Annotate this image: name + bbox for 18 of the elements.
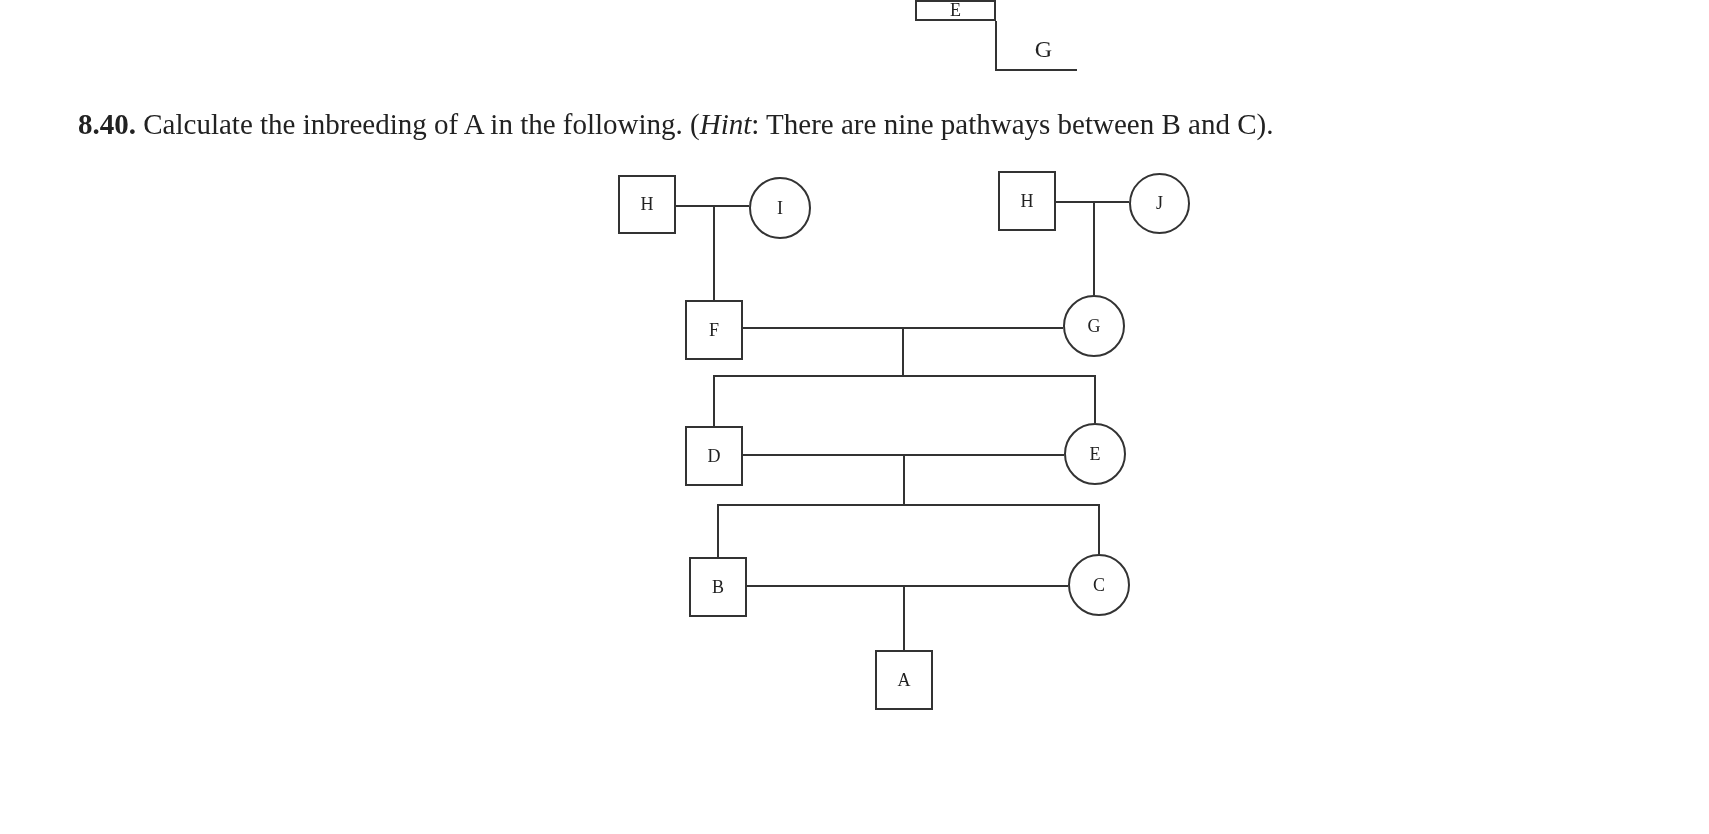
individual-label: G [1010,36,1077,70]
female-circle: G [1063,295,1125,357]
female-circle: E [1064,423,1126,485]
descent-line [1093,201,1130,296]
descent-line [713,205,750,301]
male-square: D [685,426,743,486]
male-square: B [689,557,747,617]
descent-line [903,585,1069,651]
female-circle: J [1129,173,1190,234]
male-square: E [915,0,996,21]
question-text: 8.40. Calculate the inbreeding of A in the following. (Hint: There are nine pathways between B and C). [78,108,1274,141]
male-square: H [618,175,676,234]
male-square: F [685,300,743,360]
descent-line [995,20,1078,71]
male-square: A [875,650,933,710]
female-circle: C [1068,554,1130,616]
male-square: H [998,171,1056,231]
female-circle: I [749,177,811,239]
